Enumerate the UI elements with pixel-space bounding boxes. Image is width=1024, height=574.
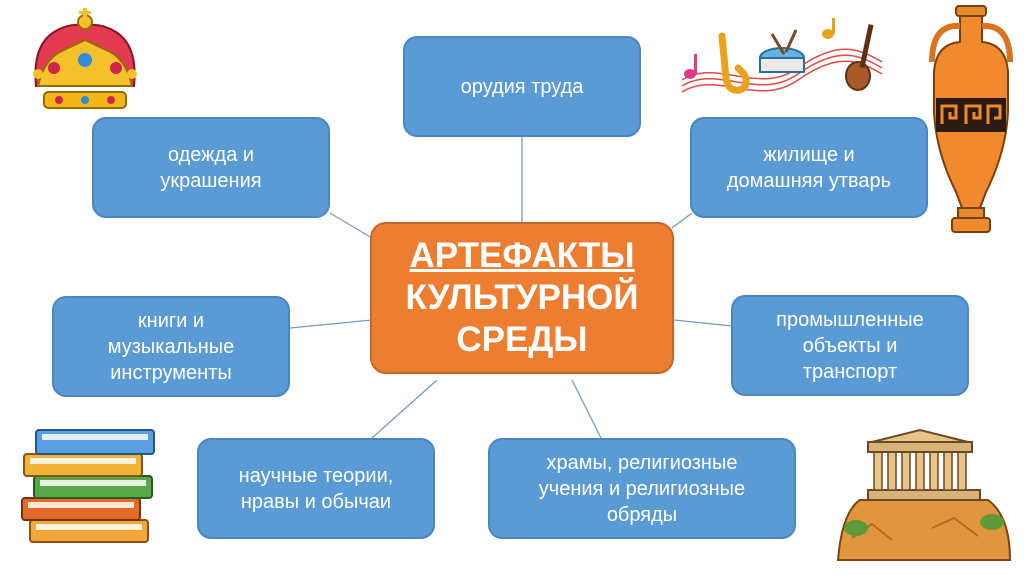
node-clothing: одежда и украшения [92, 117, 330, 218]
connector-dwelling [672, 213, 692, 228]
connector-science [372, 380, 437, 438]
central-title-line2: КУЛЬТУРНОЙ [405, 277, 638, 319]
connector-books [290, 320, 372, 328]
central-title-line1: АРТЕФАКТЫ [409, 235, 634, 277]
central-node: АРТЕФАКТЫ КУЛЬТУРНОЙ СРЕДЫ [370, 222, 674, 374]
connector-temples [572, 380, 602, 440]
node-science-customs: научные теории, нравы и обычаи [197, 438, 435, 539]
amphora-icon [922, 2, 1020, 238]
node-temples-religion: храмы, религиозные учения и религиозные … [488, 438, 796, 539]
node-tools: орудия труда [403, 36, 641, 137]
node-books-music: книги и музыкальные инструменты [52, 296, 290, 397]
music-instruments-icon [678, 18, 886, 102]
central-title-line3: СРЕДЫ [456, 319, 587, 361]
node-industry-transport: промышленные объекты и транспорт [731, 295, 969, 396]
crown-icon [14, 6, 154, 114]
connector-industry [674, 320, 732, 326]
connector-clothing [330, 213, 372, 238]
node-dwelling: жилище и домашняя утварь [690, 117, 928, 218]
greek-temple-icon [832, 428, 1016, 568]
books-stack-icon [14, 414, 164, 548]
